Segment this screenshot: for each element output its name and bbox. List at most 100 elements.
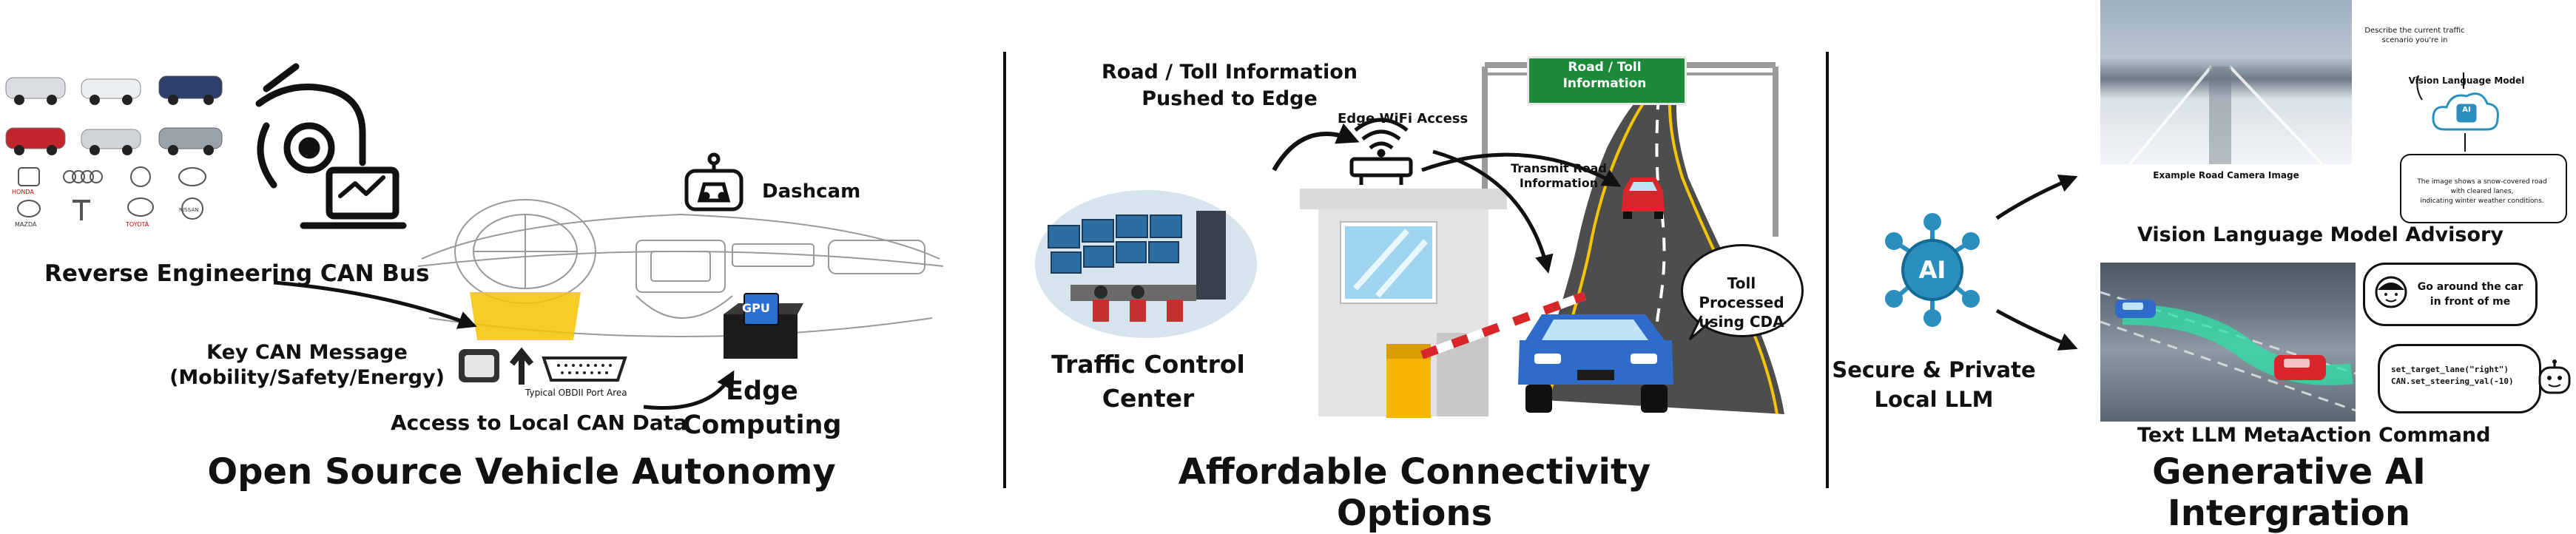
vlm-advisory-label: Vision Language Model Advisory [2137,223,2503,246]
snow-line-1: The image shows a snow-covered road [2417,178,2547,186]
hyundai-logo-icon [178,167,206,186]
divider-right [1826,52,1829,488]
edge-wifi-label: Edge WiFi Access [1338,111,1469,126]
secure-line-1: Secure & Private [1832,357,2036,382]
toll-barrier [1386,291,1587,418]
panel-title-generative-ai: Generative AI Intergration [2152,451,2426,534]
mazda-logo-icon [17,200,41,217]
car-thumb-2 [81,78,141,105]
car-thumb-3 [158,75,223,105]
reverse-engineering-label: Reverse Engineering CAN Bus [44,260,430,287]
panel-generative-ai: AI AI Secure & Private Local LLM Example… [1830,0,2576,534]
vlm-response-text: The image shows a snow-covered road with… [2401,178,2563,206]
vlm-label: Vision Language Model [2408,75,2525,86]
vlm-cloud-icon [2432,92,2499,131]
ai-core-label: AI [1918,256,1946,284]
key-can-line-2: (Mobility/Safety/Energy) [169,366,445,389]
car-thumb-1 [5,77,66,105]
wifi-router-icon [1349,118,1413,185]
brand-logos-grid: HONDA MAZDA TOYOTA NISSAN [12,166,206,228]
text-llm-label: Text LLM MetaAction Command [2137,424,2491,447]
simulation-scene [2100,291,2356,412]
divider-left [1003,52,1006,488]
obd-port-caption: Typical OBDII Port Area [525,388,627,398]
vehicle-dashboard-illustration [417,199,944,340]
gpu-edge-box-icon [724,293,803,359]
metaaction-code-bubble [2378,344,2541,413]
dashcam-icon [684,152,744,212]
local-llm-hub [1885,72,2499,351]
panel-title-connectivity: Affordable Connectivity Options [1178,451,1651,534]
road-toll-line-1: Road / Toll Information [1101,61,1358,84]
transmit-line-1: Transmit Road [1511,161,1607,175]
red-car-icon [1622,178,1665,219]
toyota-logo-icon [127,197,154,217]
code-line-1: set_target_lane("right") [2391,365,2509,374]
toyota-brand-label: TOYOTA [125,221,149,228]
snow-line-3: indicating winter weather conditions. [2420,197,2544,205]
snow-road-lines [2128,65,2324,166]
robot-avatar-icon [2538,359,2571,394]
transmit-line-2: Information [1519,176,1599,190]
toll-bubble-tail [1688,315,1713,341]
road-toll-line-2: Pushed to Edge [1142,87,1318,110]
road-toll-sign-text: Road / Toll Information [1527,59,1682,92]
audi-logo-icon [63,170,76,183]
toll-booth [1300,189,1507,416]
left-panel-arrows [273,280,735,410]
road-toll-pushed-label: Road / Toll Information Pushed to Edge [1089,59,1370,112]
gpu-chip-label: GPU [742,301,770,315]
sign-line-1: Road / Toll [1568,60,1642,75]
panel-vehicle-autonomy: HONDA MAZDA TOYOTA NISSAN [0,0,1006,504]
snow-line-2: with cleared lanes, [2450,188,2514,195]
car-thumb-5 [81,129,141,155]
honda-logo-icon [18,167,40,186]
traffic-control-center-label: Traffic Control Center [1030,348,1267,416]
arrow-local-data-to-edge [643,370,735,410]
secure-local-llm-label: Secure & Private Local LLM [1830,355,2037,414]
driver-avatar-icon [2375,276,2407,308]
panel-connectivity: Road / Toll Information Road / Toll Info… [1008,0,1829,534]
road-toll-sign [1527,56,1687,105]
tcc-line-2: Center [1102,384,1195,413]
vehicle-thumbnails-grid [5,75,223,155]
blue-car-icon [1518,314,1673,413]
tcc-line-1: Traffic Control [1051,350,1245,379]
code-line-2: CAN.set_steering_val(-10) [2391,376,2514,386]
access-local-can-label: Access to Local CAN Data [391,410,688,435]
key-can-message-label: Key CAN Message (Mobility/Safety/Energy) [159,340,455,391]
nissan-logo-icon [181,197,203,220]
tesla-logo-icon [73,200,90,220]
vlm-connector-lines [2416,72,2464,101]
edge-line-2: Computing [682,410,842,440]
arrow-router-to-red-car [1421,152,1622,187]
honda-brand-label: HONDA [12,189,34,195]
engineer-laptop-icon [255,63,407,229]
mercedes-logo-icon [130,166,151,187]
toll-line-2: using CDA [1699,313,1784,331]
sign-line-2: Information [1562,76,1647,91]
toll-processed-text: Toll Processed using CDA [1682,274,1801,331]
metaaction-code-text: set_target_lane("right") CAN.set_steerin… [2391,364,2514,388]
arrow-can-bus-to-obd [273,280,477,329]
toll-line-1: Toll Processed [1699,274,1784,311]
dashcam-label: Dashcam [762,180,861,203]
sim-blue-car-icon [2115,300,2156,318]
car-thumb-4 [5,127,66,155]
car-thumb-6 [158,127,223,155]
traffic-control-center-image [1035,190,1257,338]
mazda-brand-label: MAZDA [15,221,37,228]
arrow-llm-to-vlm [1995,175,2078,220]
nissan-brand-label: NISSAN [179,207,198,213]
arrow-llm-to-text-llm [1995,308,2078,351]
simulation-road-image [2100,263,2356,422]
obd-port-highlight [470,292,581,340]
edge-line-1: Edge [726,376,798,406]
ai-core-circle [1901,239,1963,301]
edge-computing-label: Edge Computing [666,374,858,442]
transmit-road-info-label: Transmit Road Information [1503,161,1614,191]
obd-dongle-icon [459,347,627,385]
key-can-line-1: Key CAN Message [206,341,408,364]
sim-red-car-icon [2274,355,2326,380]
vlm-cloud-label: AI [2462,106,2471,114]
